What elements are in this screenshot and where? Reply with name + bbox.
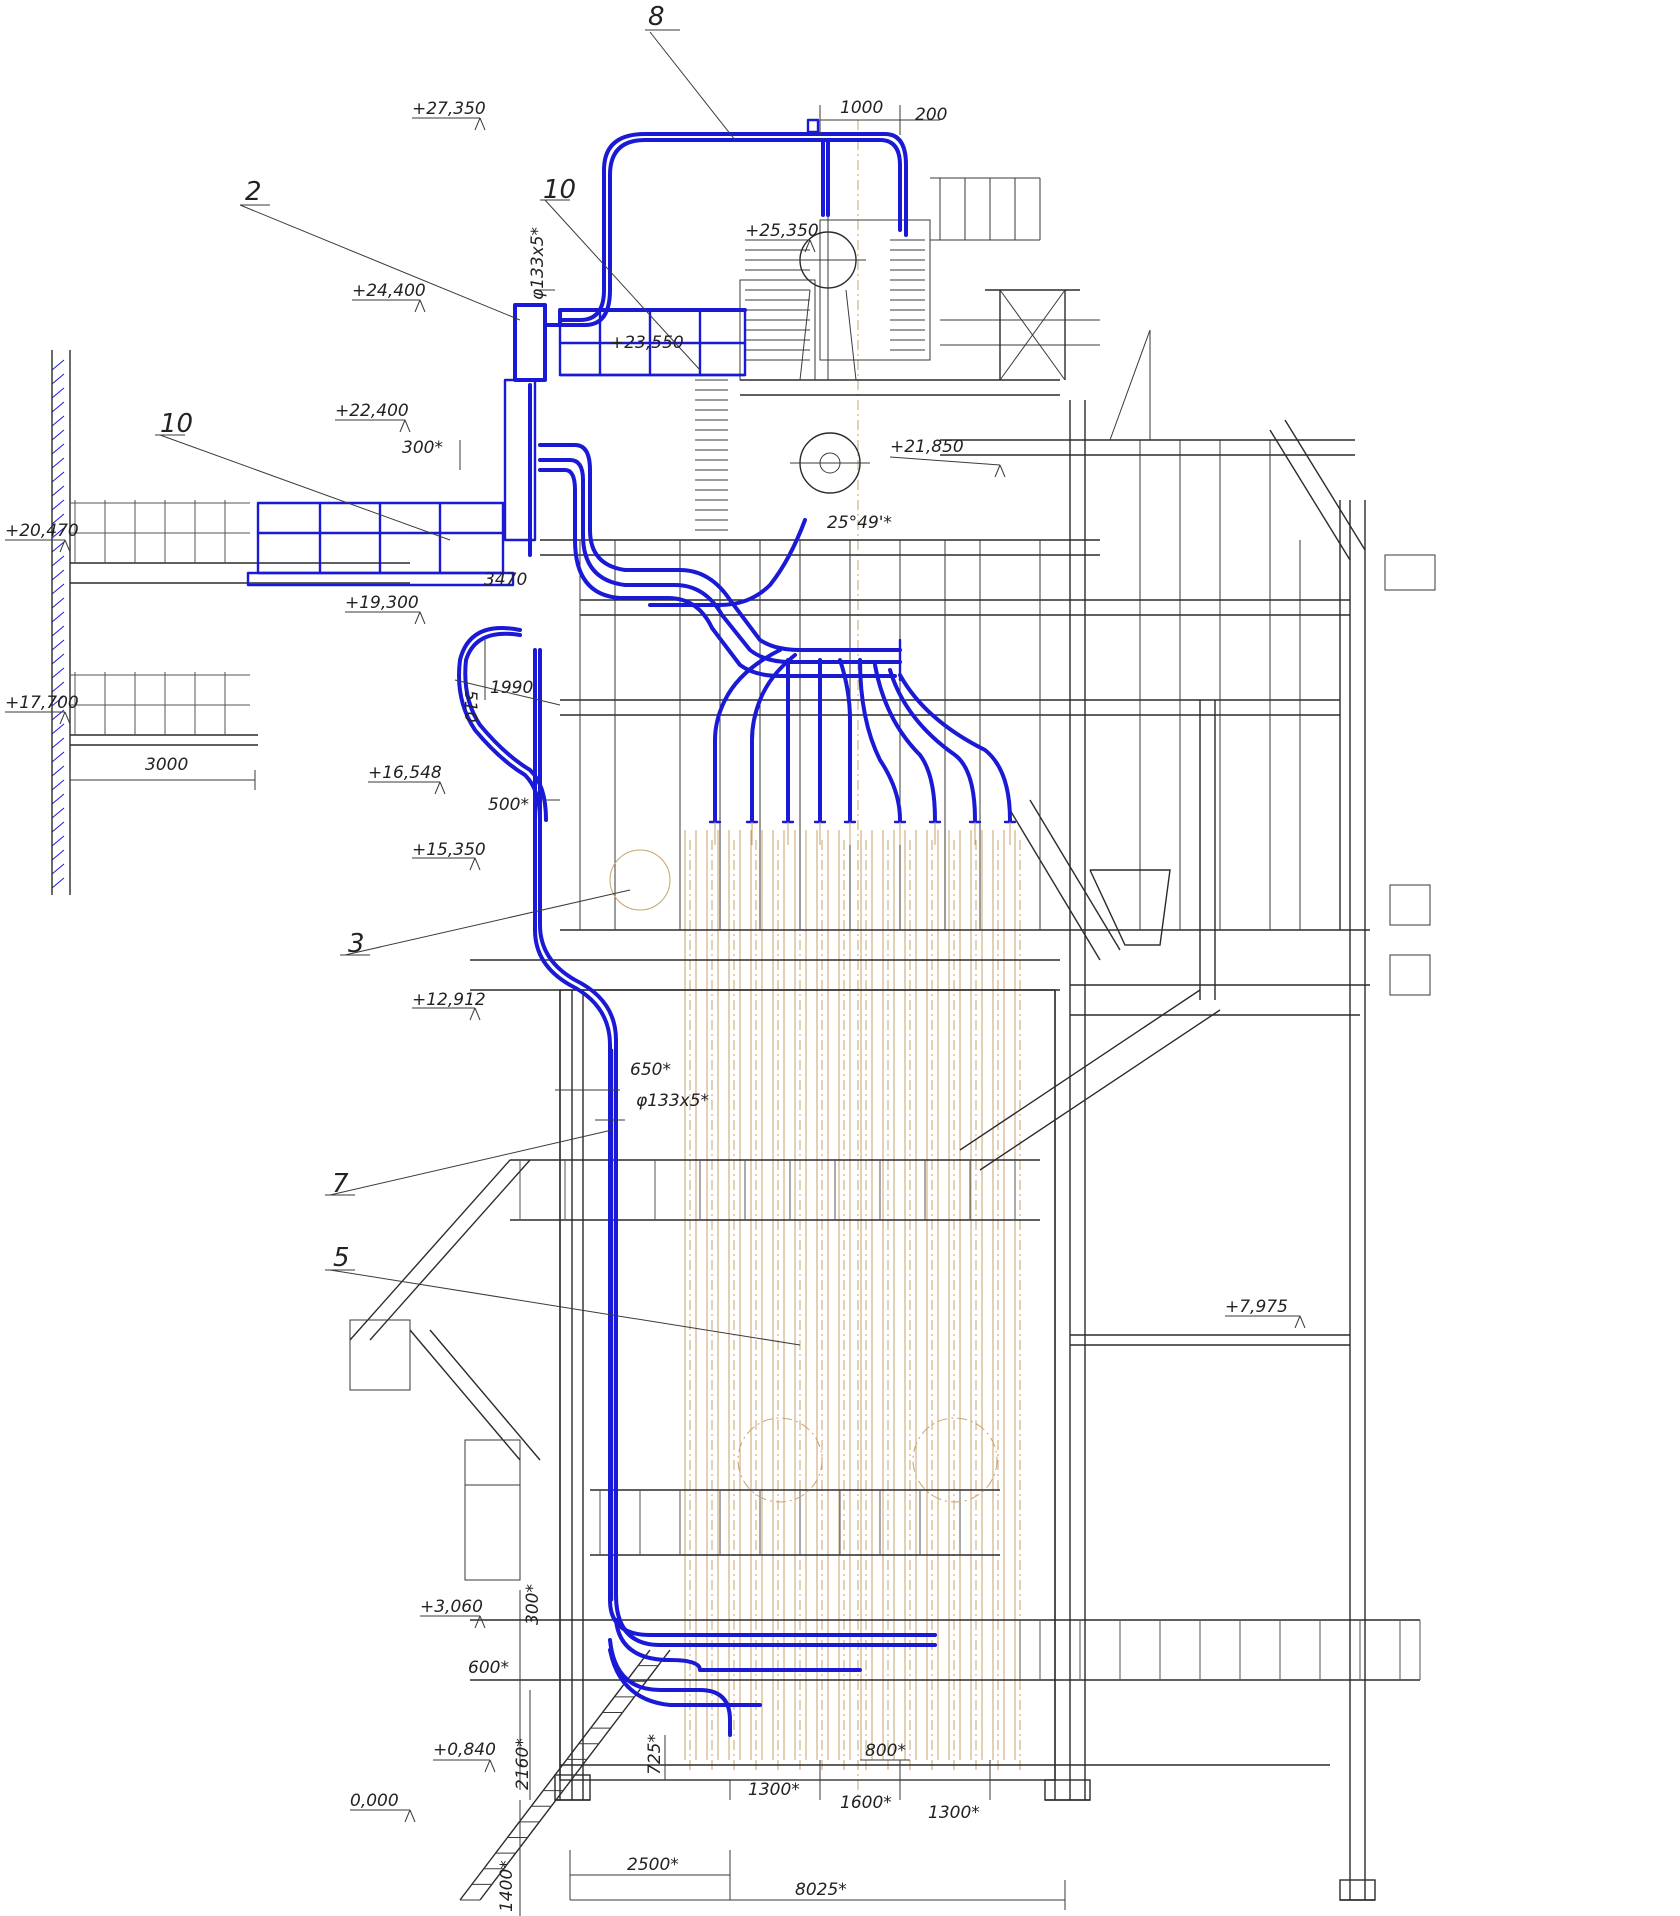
dim-1300-left: 1300* [748,1780,800,1800]
position-10-top: 10 [543,175,576,205]
text-labels: +27,350 +25,350 +24,400 +23,550 +22,400 … [5,2,1288,1912]
dim-725: 725* [645,1734,665,1775]
item-3-circle [609,849,671,911]
dim-angle: 25°49'* [827,513,892,533]
dim-1300-right: 1300* [928,1803,980,1823]
position-8: 8 [648,2,665,32]
elev-24400: +24,400 [352,281,426,301]
dimension-lines [69,105,1066,1916]
elev-12912: +12,912 [412,990,486,1010]
elev-0840: +0,840 [433,1740,496,1760]
leader-lines [155,29,801,1346]
dim-600: 600* [468,1658,509,1678]
waterwall-tube-lines [559,120,1021,1800]
dim-800: 800* [865,1741,906,1761]
building-wall [51,350,71,895]
dim-2160: 2160* [513,1738,533,1790]
pipeline-item-7 [533,648,937,1737]
dim-500: 500* [488,795,529,815]
pipeline-item-8 [558,118,908,327]
dim-1600: 1600* [840,1793,892,1813]
elevation-marks [5,117,1306,1823]
left-platforms [70,500,410,746]
elev-0000: 0,000 [350,1791,399,1811]
dim-1400: 1400* [497,1860,517,1912]
dim-510: 510 [460,690,480,722]
distribution-pipes [528,383,1017,845]
elev-23550: +23,550 [610,333,684,353]
header-item-2 [503,303,747,542]
position-3: 3 [348,929,365,959]
boiler-structure [349,177,1436,1901]
dim-1990: 1990 [490,678,533,698]
elev-15350: +15,350 [412,840,486,860]
dim-650: 650* [630,1060,671,1080]
elev-27350: +27,350 [412,99,486,119]
dim-3470: 3470 [484,570,527,590]
pipeline-loop-left [457,626,548,862]
elev-16548: +16,548 [368,763,442,783]
dim-3000: 3000 [145,755,188,775]
dim-8025: 8025* [795,1880,847,1900]
elev-17700: +17,700 [5,693,79,713]
position-2: 2 [245,177,262,207]
position-7: 7 [332,1169,349,1199]
dim-pipe-mid: φ133x5* [636,1091,709,1111]
dim-pipe-top: φ133x5* [528,227,548,300]
elev-25350: +25,350 [745,221,819,241]
elev-7975: +7,975 [1225,1297,1288,1317]
dim-1000: 1000 [840,98,883,118]
position-5: 5 [333,1243,350,1273]
dim-200: 200 [915,105,947,125]
elev-3060: +3,060 [420,1597,483,1617]
position-10-left: 10 [160,409,193,439]
steam-drum-upper [790,215,866,381]
dim-2500: 2500* [627,1855,679,1875]
elev-20470: +20,470 [5,521,79,541]
elev-21850: +21,850 [890,437,964,457]
dim-300-top: 300* [402,438,443,458]
elev-19300: +19,300 [345,593,419,613]
drum-mid [790,432,870,494]
dim-300-bottom: 300* [523,1584,543,1625]
platform-item-10 [246,501,515,587]
elev-22400: +22,400 [335,401,409,421]
